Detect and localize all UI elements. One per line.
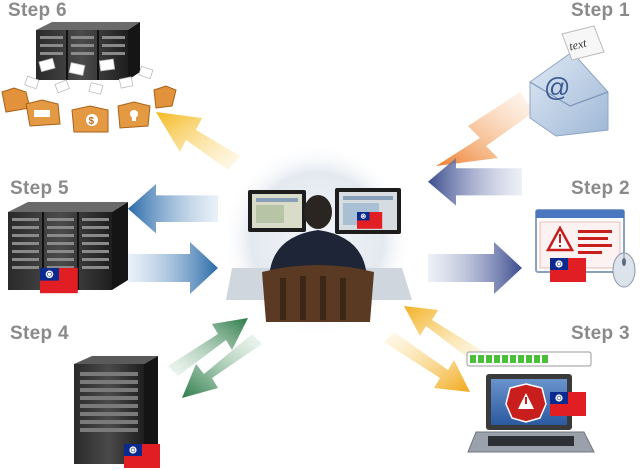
step2-label: Step 2 bbox=[571, 178, 630, 199]
step4-arrow-in bbox=[168, 318, 248, 376]
envelope-note-text: text bbox=[568, 36, 589, 54]
at-symbol: @ bbox=[544, 72, 570, 102]
infected-laptop-icon bbox=[466, 351, 595, 453]
svg-text:$: $ bbox=[89, 116, 95, 127]
progress-fill bbox=[470, 355, 548, 363]
folder-icons: $ bbox=[1, 85, 177, 133]
server-rack-icon bbox=[8, 202, 128, 294]
step2-arrow-out bbox=[428, 242, 522, 294]
step4-label: Step 4 bbox=[10, 323, 69, 344]
step3-arrow-in bbox=[404, 306, 484, 364]
step6-label: Step 6 bbox=[8, 0, 67, 21]
step1-label: Step 1 bbox=[571, 0, 630, 21]
data-exfiltration-servers-icon: $ bbox=[1, 22, 177, 133]
step6-arrow bbox=[156, 112, 240, 170]
hacker-at-computer-icon bbox=[222, 144, 412, 336]
step5-arrow-in bbox=[128, 242, 218, 294]
step5-label: Step 5 bbox=[10, 178, 69, 199]
malicious-webpage-icon bbox=[535, 209, 636, 288]
email-envelope-icon: text @ bbox=[529, 25, 609, 137]
step3-arrow-out bbox=[384, 332, 470, 392]
step1-arrow bbox=[436, 92, 534, 166]
step4-arrow-out bbox=[182, 334, 262, 398]
step2-arrow-in bbox=[428, 158, 522, 206]
step5-arrow-out bbox=[128, 184, 218, 234]
server-tower-icon bbox=[74, 356, 160, 468]
step3-label: Step 3 bbox=[571, 323, 630, 344]
